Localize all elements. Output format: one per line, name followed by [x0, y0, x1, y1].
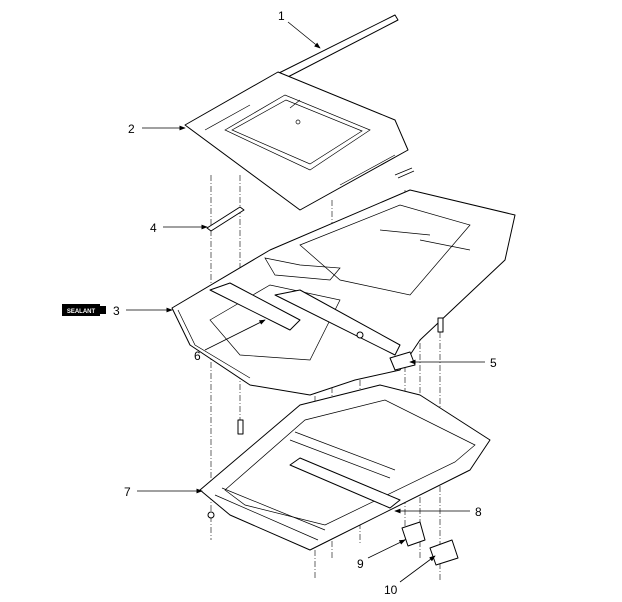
sunroof-frame-assembly: [199, 384, 491, 551]
leader-lines: [126, 21, 485, 583]
glass-panel-rail: [289, 457, 401, 509]
seal-strip: [206, 206, 245, 232]
callout-2: 2: [128, 122, 135, 136]
bolts: [207, 317, 444, 519]
mounting-bracket: [389, 351, 416, 371]
sunroof-motor: [401, 521, 426, 547]
motor-bracket: [429, 539, 459, 566]
roof-panel: [184, 71, 415, 211]
wind-deflector: [209, 282, 401, 356]
sealant-label: SEALANT: [67, 309, 96, 315]
callout-8: 8: [475, 505, 482, 519]
callout-9: 9: [357, 557, 364, 571]
callout-4: 4: [150, 221, 157, 235]
callout-1: 1: [278, 9, 285, 23]
callout-7: 7: [124, 485, 131, 499]
callout-numbers: 1 2 3 4 5 6 7 8 9 10: [113, 9, 497, 597]
callout-6: 6: [194, 349, 201, 363]
roof-moulding-strip: [274, 14, 399, 81]
callout-3: 3: [113, 304, 120, 318]
callout-10: 10: [384, 583, 398, 597]
callout-5: 5: [490, 356, 497, 370]
sealant-tube-icon: SEALANT: [62, 304, 106, 316]
